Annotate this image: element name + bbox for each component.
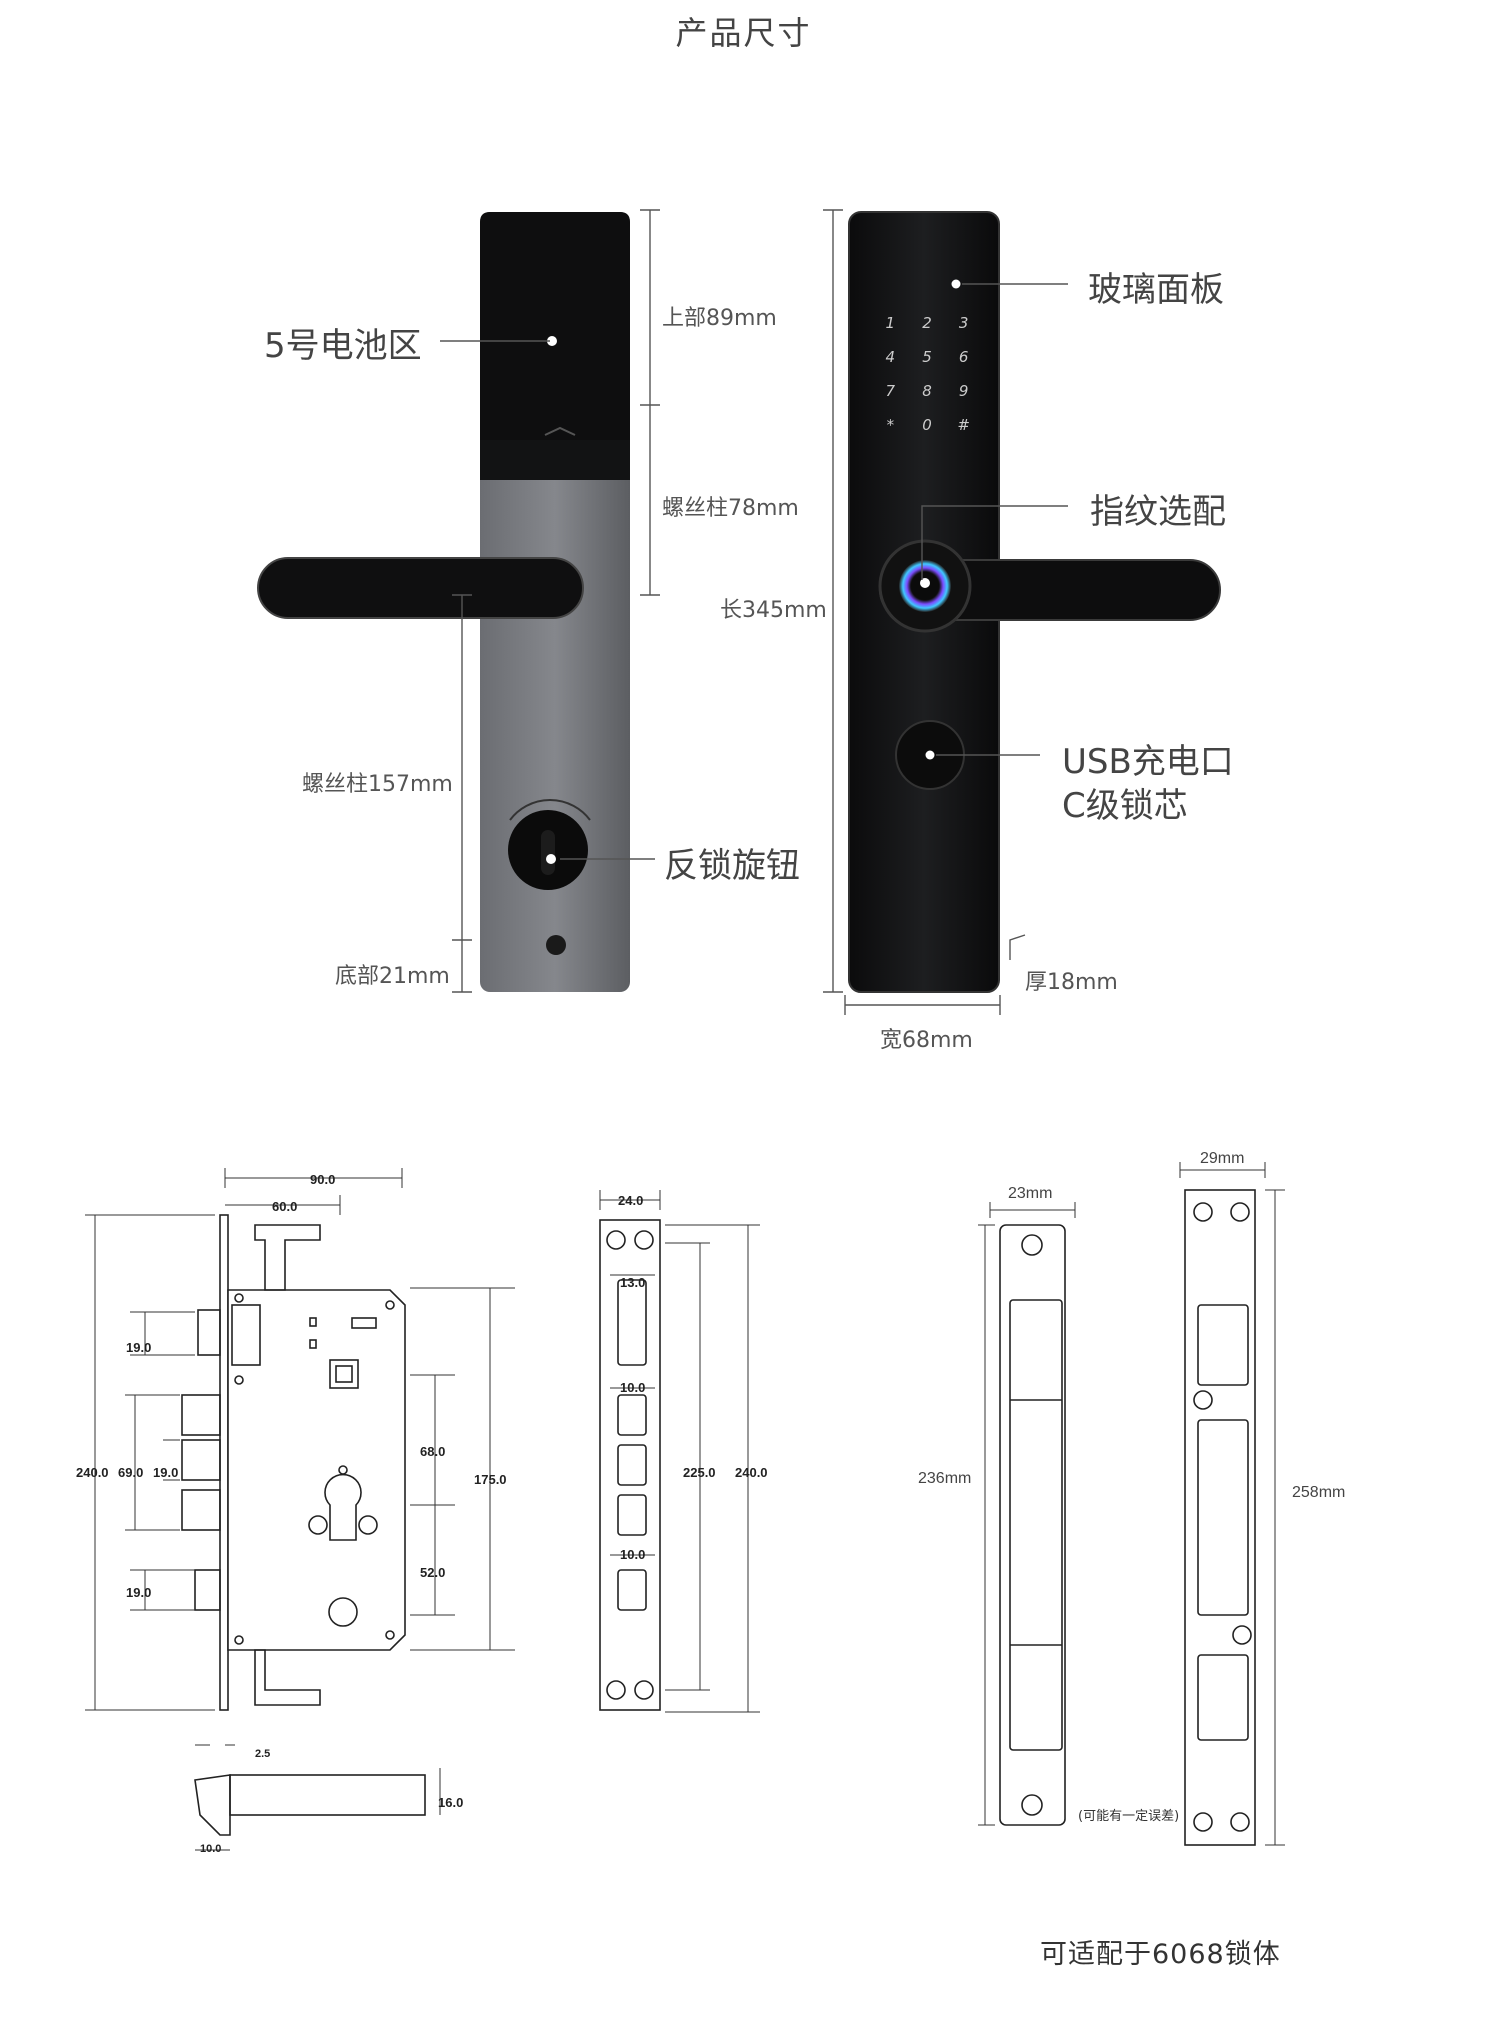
- mortise-dim-90: 90.0: [310, 1172, 336, 1187]
- faceplate-drawing: [599, 1219, 661, 1711]
- faceplate-dim-13: 13.0: [620, 1275, 646, 1290]
- faceplate-dim-24: 24.0: [618, 1193, 644, 1208]
- lock-back-view: [257, 212, 630, 992]
- mortise-dim-19b: 19.0: [153, 1465, 179, 1480]
- keypad-key: 8: [922, 382, 932, 400]
- mortise-dim-175: 175.0: [474, 1472, 507, 1487]
- back-callout-lines: [440, 209, 660, 993]
- strike-dim-258: 258mm: [1292, 1484, 1346, 1501]
- usb-label: USB充电口: [1062, 742, 1234, 782]
- screw-dim-lower: 螺丝柱157mm: [302, 772, 453, 797]
- strike-plate-drawings: [999, 1189, 1256, 1846]
- keypad-key: 3: [958, 314, 969, 332]
- page-title: 产品尺寸: [675, 14, 812, 52]
- keypad-key: 7: [885, 382, 896, 400]
- mortise-dim-16: 16.0: [438, 1795, 464, 1810]
- mortise-dim-19c: 19.0: [126, 1585, 152, 1600]
- mortise-dim-68: 68.0: [420, 1444, 446, 1459]
- strike-dim-lines: [978, 1162, 1285, 1846]
- faceplate-dim-225: 225.0: [683, 1465, 716, 1480]
- keypad-key: 5: [922, 348, 932, 366]
- battery-label: 5号电池区: [264, 326, 422, 366]
- faceplate-dim-240: 240.0: [735, 1465, 768, 1480]
- top-dim: 上部89mm: [662, 306, 777, 331]
- keypad-key: 0: [922, 416, 932, 434]
- mortise-dim-2-5: 2.5: [255, 1748, 271, 1760]
- strike-note: (可能有一定误差): [1078, 1809, 1180, 1824]
- knob-label: 反锁旋钮: [664, 846, 800, 886]
- mortise-dim-19a: 19.0: [126, 1340, 152, 1355]
- strike-dim-236: 236mm: [918, 1470, 972, 1487]
- compatibility-note: 可适配于6068锁体: [1040, 1939, 1281, 1970]
- length-dim: 长345mm: [720, 598, 827, 623]
- keypad-key: 6: [958, 348, 969, 366]
- mortise-dim-240: 240.0: [76, 1465, 109, 1480]
- keypad-key: 9: [958, 382, 969, 400]
- faceplate-dim-10b: 10.0: [620, 1547, 646, 1562]
- strike-dim-23: 23mm: [1008, 1185, 1053, 1202]
- faceplate-dim-lines: [599, 1190, 760, 1713]
- keypad-key: 4: [885, 348, 896, 366]
- mortise-dim-10: 10.0: [200, 1843, 222, 1855]
- strike-dim-29: 29mm: [1200, 1150, 1245, 1167]
- front-callout-lines: [823, 209, 1068, 1015]
- keypad-key: 1: [885, 314, 896, 332]
- thickness-dim: 厚18mm: [1025, 970, 1118, 995]
- mortise-dim-lines: [85, 1168, 515, 1851]
- width-dim: 宽68mm: [880, 1028, 973, 1053]
- lock-front-view: [848, 211, 1221, 993]
- keypad: 1 2 3 4 5 6 7 8 9 * 0 #: [872, 314, 982, 434]
- mortise-drawing: [181, 1214, 426, 1836]
- screw-dim-upper: 螺丝柱78mm: [662, 496, 799, 521]
- keypad-key: 2: [922, 314, 932, 332]
- faceplate-dim-10a: 10.0: [620, 1380, 646, 1395]
- mortise-dim-60: 60.0: [272, 1199, 298, 1214]
- mortise-dim-52: 52.0: [420, 1565, 446, 1580]
- keypad-key: #: [957, 416, 970, 434]
- core-label: C级锁芯: [1062, 786, 1188, 826]
- bottom-dim: 底部21mm: [335, 964, 450, 989]
- fingerprint-label: 指纹选配: [1090, 492, 1226, 532]
- glass-label: 玻璃面板: [1088, 270, 1224, 310]
- mortise-dim-69: 69.0: [118, 1465, 144, 1480]
- keypad-key: *: [886, 416, 895, 434]
